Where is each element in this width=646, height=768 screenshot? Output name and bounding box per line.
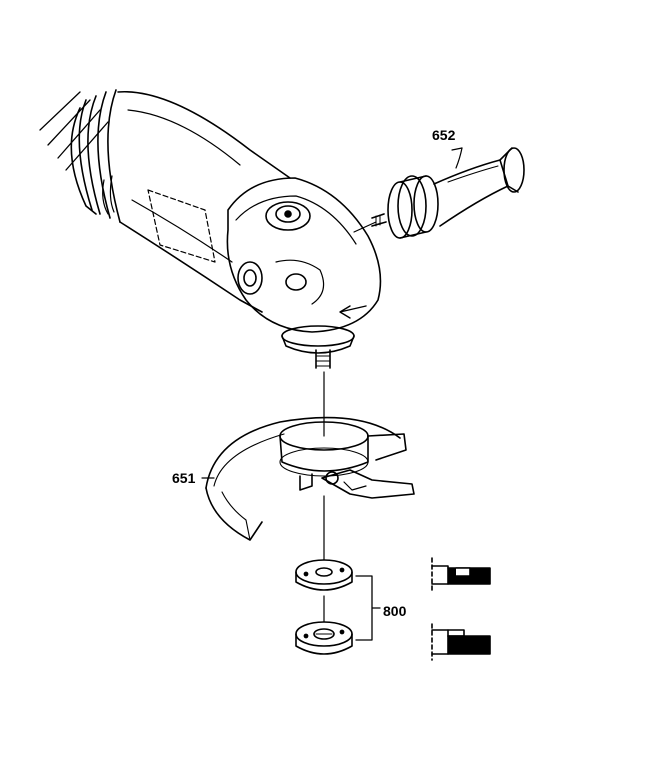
mounting-flange-upper — [295, 559, 353, 591]
clamping-nut-lower — [295, 621, 353, 655]
callout-label-800: 800 — [383, 603, 407, 619]
wheel-guard — [201, 416, 415, 541]
callout-label-651: 651 — [172, 470, 196, 486]
callout-bracket-800 — [355, 575, 381, 641]
flange-section-detail-bottom — [431, 623, 491, 661]
callout-label-652: 652 — [432, 127, 456, 143]
flange-section-detail-top — [431, 557, 491, 591]
side-handle — [371, 147, 525, 239]
angle-grinder-body — [39, 89, 382, 369]
